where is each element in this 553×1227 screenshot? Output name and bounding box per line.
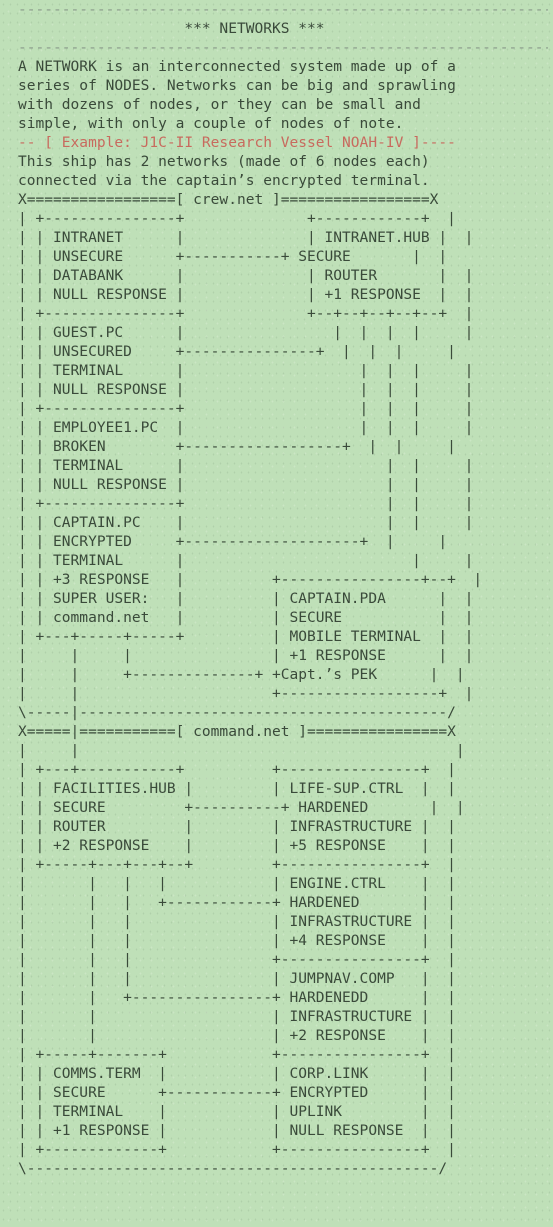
example-heading: -- [ Example: J1C-II Research Vessel NOA… — [18, 134, 456, 151]
crew-net-diagram: X=================[ crew.net ]==========… — [18, 191, 483, 721]
networks-document: ----------------------------------------… — [18, 0, 548, 1227]
top-rule: ----------------------------------------… — [18, 1, 548, 18]
page-title: *** NETWORKS *** — [18, 20, 325, 37]
title-rule: ----------------------------------------… — [18, 39, 548, 56]
intro-paragraph: A NETWORK is an interconnected system ma… — [18, 58, 456, 132]
command-net-diagram: X=====|===========[ command.net ]=======… — [18, 723, 465, 1177]
example-description: This ship has 2 networks (made of 6 node… — [18, 153, 430, 189]
